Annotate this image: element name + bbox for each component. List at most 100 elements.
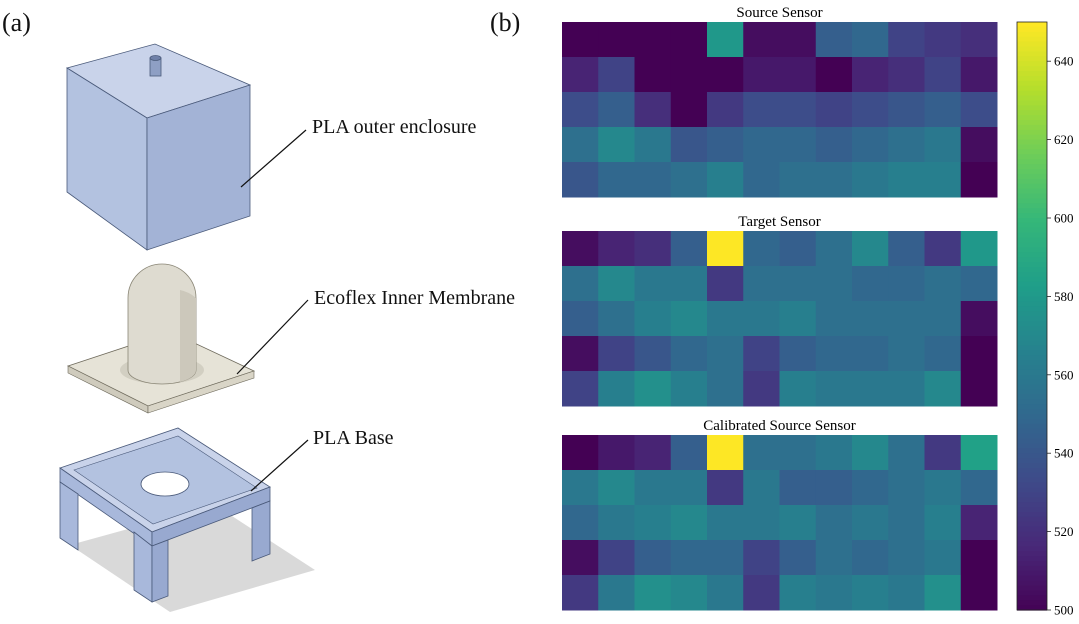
- colorbar-segment: [1017, 590, 1047, 596]
- heatmap-cell: [634, 371, 672, 407]
- colorbar-segment: [1017, 208, 1047, 214]
- heatmap-cell: [562, 435, 599, 471]
- heatmap-cell: [960, 470, 998, 506]
- heatmap-cell: [888, 540, 925, 576]
- heatmap-cell: [815, 505, 853, 541]
- colorbar-segment: [1017, 149, 1047, 155]
- heatmap-cell: [960, 231, 998, 267]
- heatmap-cell: [960, 371, 998, 407]
- heatmap-cell: [852, 435, 889, 471]
- heatmap-cell: [960, 336, 998, 372]
- heatmap-cell: [779, 336, 817, 372]
- colorbar-segment: [1017, 267, 1047, 273]
- heatmap-cell: [707, 162, 744, 198]
- colorbar-segment: [1017, 85, 1047, 92]
- heatmap-cell: [960, 92, 998, 128]
- colorbar-segment: [1017, 605, 1047, 611]
- colorbar-segment: [1017, 276, 1047, 283]
- colorbar-segment: [1017, 487, 1047, 493]
- heatmap-cell: [670, 57, 708, 93]
- heatmap-cell: [743, 22, 780, 58]
- colorbar-segment: [1017, 242, 1047, 248]
- colorbar-segment: [1017, 516, 1047, 523]
- colorbar-segment: [1017, 203, 1047, 209]
- heatmap-cell: [924, 22, 962, 58]
- colorbar-segment: [1017, 453, 1047, 459]
- heatmap-cell: [960, 505, 998, 541]
- colorbar-segment: [1017, 546, 1047, 552]
- heatmap-cell: [815, 540, 853, 576]
- heatmap-title: Calibrated Source Sensor: [703, 418, 855, 434]
- colorbar-segment: [1017, 463, 1047, 469]
- heatmap-cell: [779, 435, 817, 471]
- colorbar-segment: [1017, 512, 1047, 518]
- heatmap-cell: [779, 470, 817, 506]
- colorbar-segment: [1017, 198, 1047, 204]
- colorbar-segment: [1017, 227, 1047, 234]
- heatmap-cell: [779, 22, 817, 58]
- enclosure-leader-line: [240, 129, 307, 188]
- heatmap-cell: [598, 92, 635, 128]
- heatmap-cell: [743, 371, 780, 407]
- heatmap-cell: [815, 371, 853, 407]
- heatmap-cell: [670, 540, 708, 576]
- heatmap-cell: [815, 22, 853, 58]
- heatmap-cell: [815, 162, 853, 198]
- colorbar-segment: [1017, 164, 1047, 170]
- colorbar-segment: [1017, 330, 1047, 337]
- colorbar-segment: [1017, 507, 1047, 513]
- heatmap-cell: [815, 435, 853, 471]
- heatmap-cell: [924, 162, 962, 198]
- heatmap-cell: [815, 231, 853, 267]
- colorbar-segment: [1017, 169, 1047, 175]
- colorbar-segment: [1017, 262, 1047, 268]
- heatmap-cell: [779, 127, 817, 163]
- colorbar-segment: [1017, 115, 1047, 121]
- heatmap-cell: [598, 575, 635, 611]
- heatmap-cell: [670, 336, 708, 372]
- heatmap-cell: [707, 371, 744, 407]
- colorbar-segment: [1017, 600, 1047, 606]
- colorbar-segment: [1017, 247, 1047, 253]
- colorbar-tick-label: 600: [1054, 211, 1074, 226]
- heatmap-cell: [562, 540, 599, 576]
- membrane-leader-line: [236, 299, 309, 375]
- heatmap-cell: [743, 92, 780, 128]
- colorbar-segment: [1017, 36, 1047, 43]
- heatmap-cell: [670, 301, 708, 337]
- colorbar-segment: [1017, 316, 1047, 322]
- heatmap-cell: [852, 57, 889, 93]
- heatmap-cell: [815, 575, 853, 611]
- colorbar-segment: [1017, 325, 1047, 332]
- heatmap-cell: [562, 92, 599, 128]
- colorbar-segment: [1017, 526, 1047, 533]
- colorbar-segment: [1017, 384, 1047, 391]
- colorbar-segment: [1017, 551, 1047, 557]
- heatmap-cell: [562, 371, 599, 407]
- colorbar-segment: [1017, 237, 1047, 244]
- heatmap-cell: [852, 540, 889, 576]
- heatmap-cell: [852, 336, 889, 372]
- heatmap-cell: [779, 540, 817, 576]
- heatmap-cell: [670, 266, 708, 302]
- enclosure-label: PLA outer enclosure: [312, 116, 477, 138]
- colorbar-segment: [1017, 71, 1047, 77]
- heatmap-cell: [888, 575, 925, 611]
- heatmap-cell: [888, 22, 925, 58]
- heatmap-cell: [598, 371, 635, 407]
- colorbar-segment: [1017, 458, 1047, 464]
- colorbar-segment: [1017, 271, 1047, 278]
- heatmap-cell: [670, 435, 708, 471]
- colorbar-segment: [1017, 120, 1047, 126]
- colorbar-frame: [1016, 21, 1048, 611]
- colorbar-segment: [1017, 521, 1047, 528]
- colorbar-segment: [1017, 257, 1047, 263]
- colorbar-segment: [1017, 438, 1047, 444]
- ecoflex-inner-membrane: [66, 263, 256, 414]
- heatmap-cell: [779, 505, 817, 541]
- heatmap-cell: [852, 231, 889, 267]
- colorbar-segment: [1017, 404, 1047, 410]
- heatmap-cell: [779, 162, 817, 198]
- heatmap-cell: [598, 505, 635, 541]
- heatmap-cell: [924, 92, 962, 128]
